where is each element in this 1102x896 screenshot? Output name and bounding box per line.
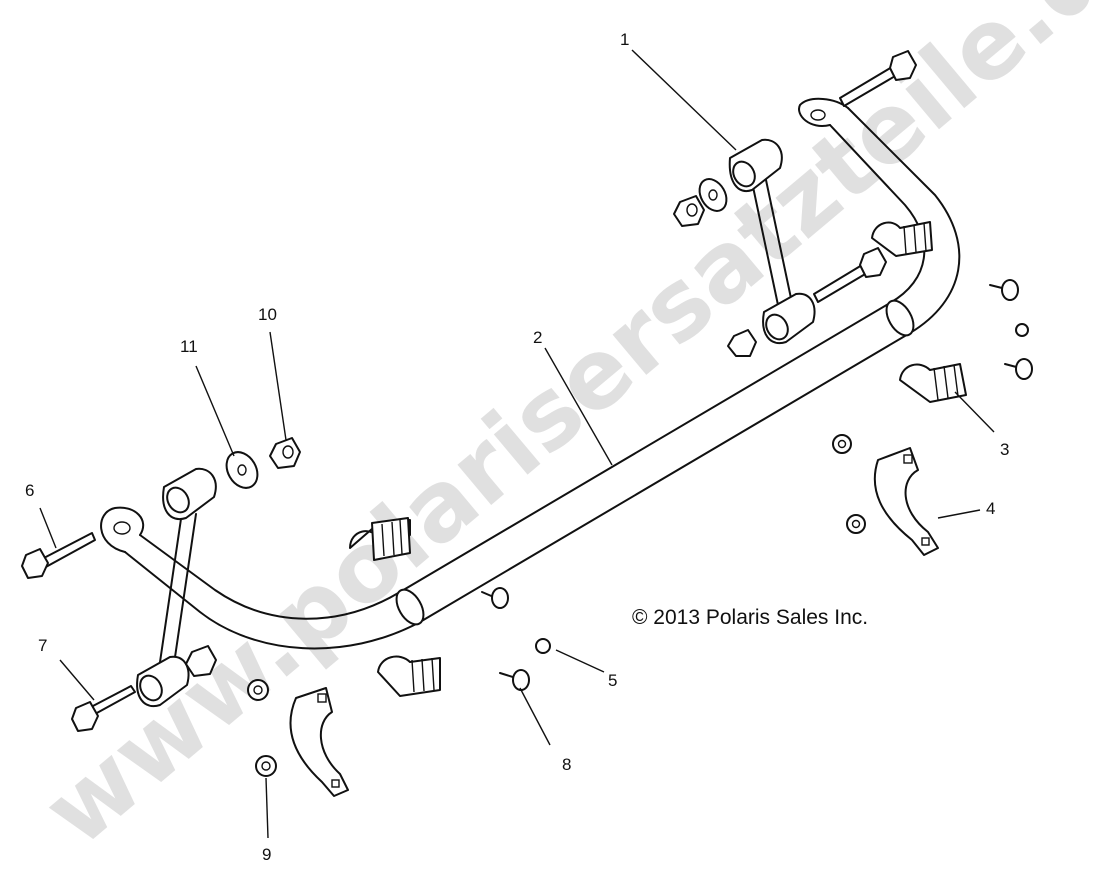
callout-3: 3 bbox=[1000, 440, 1009, 459]
callout-9: 9 bbox=[262, 845, 271, 864]
callout-11: 11 bbox=[180, 337, 198, 356]
stabilizer-link-left bbox=[136, 467, 217, 708]
washer-parts bbox=[225, 178, 728, 489]
bolt-parts bbox=[21, 50, 917, 732]
callout-labels: 1 2 3 4 5 6 7 8 9 10 11 bbox=[25, 30, 1009, 864]
callout-6: 6 bbox=[25, 481, 34, 500]
watermark-text: www.polarisersatzteile.de bbox=[23, 0, 1102, 868]
copyright-notice: © 2013 Polaris Sales Inc. bbox=[632, 606, 868, 629]
callout-10: 10 bbox=[258, 305, 277, 324]
bushing-parts bbox=[349, 221, 967, 697]
callout-5: 5 bbox=[608, 671, 617, 690]
callout-2: 2 bbox=[533, 328, 542, 347]
callout-7: 7 bbox=[38, 636, 47, 655]
stabilizer-bar bbox=[100, 97, 961, 650]
flange-nut-parts bbox=[247, 323, 1029, 777]
callout-4: 4 bbox=[986, 499, 995, 518]
callout-1: 1 bbox=[620, 30, 629, 49]
lock-nut-parts bbox=[185, 195, 757, 677]
stabilizer-link-right bbox=[728, 138, 816, 345]
clamp-parts bbox=[289, 447, 939, 797]
screw-parts bbox=[481, 279, 1033, 691]
callout-8: 8 bbox=[562, 755, 571, 774]
leader-lines bbox=[39, 49, 995, 839]
